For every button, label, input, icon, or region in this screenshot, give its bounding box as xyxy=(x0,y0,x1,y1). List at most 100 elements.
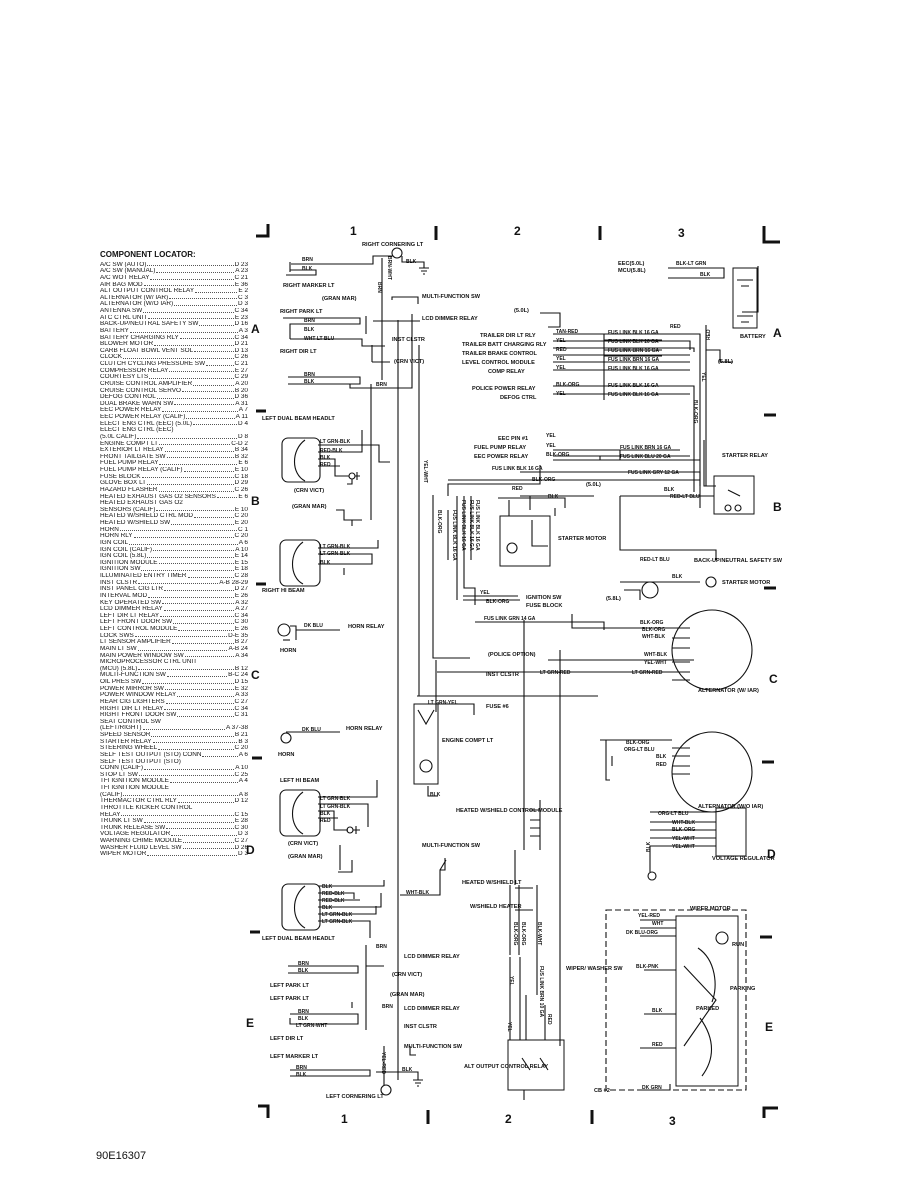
locator-row: CONN (CALIF)A 10 xyxy=(100,765,248,772)
locator-component-name: IGNITION SW xyxy=(100,566,141,573)
wire-yel-6: YEL xyxy=(546,443,556,449)
locator-leader-dots xyxy=(193,381,235,386)
locator-row: FUEL PUMP RELAY (CALIF)E 10 xyxy=(100,467,248,474)
wire-blk-8: BLK xyxy=(322,884,333,890)
label-crn-vict-left-2: (CRN VICT) xyxy=(288,841,318,847)
locator-grid-ref: E 26 xyxy=(234,626,248,632)
locator-grid-ref: D 27 xyxy=(234,586,249,593)
locator-grid-ref: C 18 xyxy=(234,473,249,480)
locator-leader-dots xyxy=(119,527,238,532)
locator-leader-dots xyxy=(152,547,235,552)
label-eec-5-0l: EEC(5.0L) xyxy=(618,261,645,267)
locator-leader-dots xyxy=(166,672,228,677)
locator-grid-ref: C 3 xyxy=(238,294,248,301)
locator-grid-ref: A 11 xyxy=(235,414,248,420)
wire-lt-grn-blk-4: LT GRN-BLK xyxy=(320,796,351,802)
locator-leader-dots xyxy=(199,321,234,326)
locator-leader-dots xyxy=(156,268,235,273)
locator-row: A/C SW (AUTO)D 23 xyxy=(100,262,248,269)
label-back-up-neutral-safety-sw: BACK-UP/NEUTRAL SAFETY SW xyxy=(694,558,783,564)
locator-grid-ref: D 3 xyxy=(238,851,248,858)
wire-blk-18: BLK xyxy=(672,574,683,580)
locator-leader-dots xyxy=(143,282,234,287)
label-heated-wshield-control-module: HEATED W/SHIELD CONTROL MODULE xyxy=(456,808,563,814)
zone-col-1-top: 1 xyxy=(350,224,357,238)
label-alternator-wo-iar: ALTERNATOR (W/O IAR) xyxy=(698,804,763,810)
locator-grid-ref: C 20 xyxy=(234,533,249,540)
wire-wht-lt-blu-1: WHT-LT BLU xyxy=(304,336,335,342)
locator-component-name: MICROPROCESSOR CTRL UNIT xyxy=(100,659,198,666)
locator-grid-ref: B 21 xyxy=(234,732,248,738)
wire-fl-blk-16-5: FUS LINK BLK 16 GA xyxy=(608,392,659,398)
locator-row: (CALIF)A 8 xyxy=(100,792,248,799)
wire-blk-pnk-1: BLK-PNK xyxy=(636,964,659,970)
locator-component-name: EEC POWER RELAY xyxy=(100,407,162,414)
locator-row: TFI IGNITION MODULE xyxy=(100,785,248,792)
label-5-8l-bottom: (5.8L) xyxy=(606,596,621,602)
zone-row-e-left: E xyxy=(246,1016,255,1030)
locator-grid-ref: E 23 xyxy=(234,314,248,321)
locator-component-name: CRUISE CONTROL AMPLIFIER xyxy=(100,380,193,387)
locator-leader-dots xyxy=(150,275,234,280)
locator-grid-ref: C 26 xyxy=(234,354,249,361)
wire-blk-17: BLK xyxy=(664,487,675,493)
locator-component-name: TFI IGNITION MODULE xyxy=(100,778,169,785)
wire-blk-org-v2: BLK-ORG xyxy=(692,400,698,423)
locator-component-name: FUEL PUMP RELAY (CALIF) xyxy=(100,467,183,473)
wire-fl-blk-16-1: FUS LINK BLK 16 GA xyxy=(608,330,659,336)
locator-leader-dots xyxy=(183,838,234,843)
label-fuel-pump-relay: FUEL PUMP RELAY xyxy=(474,445,526,451)
locator-component-name: LCD DIMMER RELAY xyxy=(100,606,163,613)
locator-component-name: HAZARD FLASHER xyxy=(100,486,158,493)
wire-lt-grn-blk-7: LT GRN-BLK xyxy=(322,919,353,925)
wire-blk-org-v3: BLK-ORG xyxy=(512,922,518,945)
wire-lt-grn-blk-1: LT GRN-BLK xyxy=(320,439,351,445)
label-fuse-6: FUSE #6 xyxy=(486,704,509,710)
label-left-dir-lt: LEFT DIR LT xyxy=(270,1036,304,1042)
zone-row-d-right: D xyxy=(767,847,776,861)
locator-grid-ref: B 12 xyxy=(234,665,248,672)
locator-leader-dots xyxy=(181,388,234,393)
locator-grid-ref: A 10 xyxy=(235,765,248,772)
locator-component-name: HEATED EXHAUST GAS O2 xyxy=(100,500,183,507)
locator-grid-ref: A 3 xyxy=(238,327,248,334)
locator-leader-dots xyxy=(177,692,235,697)
wire-brn-v1: BRN xyxy=(376,282,382,293)
locator-leader-dots xyxy=(177,712,234,717)
locator-component-name: COURTESY LTS xyxy=(100,374,149,381)
wire-fl-blk-16-v3: FUS LINK BLK 16 GA xyxy=(468,500,474,551)
locator-leader-dots xyxy=(141,566,234,571)
zone-row-a-right: A xyxy=(773,326,782,340)
locator-leader-dots xyxy=(129,328,238,333)
label-wiper-motor: WIPER MOTOR xyxy=(690,906,731,912)
battery-fuse-links xyxy=(520,266,759,600)
locator-grid-ref: E 6 xyxy=(238,493,248,500)
wire-red-blk-1: RED-BLK xyxy=(320,448,343,454)
locator-leader-dots xyxy=(164,447,234,452)
wiper-motor-circuit xyxy=(605,909,747,1091)
wire-blk-15: BLK xyxy=(700,272,711,278)
locator-component-name: RELAY xyxy=(100,811,121,818)
wire-blk-20: BLK xyxy=(652,1008,663,1014)
wire-yel-2: YEL xyxy=(556,356,566,362)
locator-component-name: ILLUMINATED ENTRY TIMER xyxy=(100,573,187,579)
locator-component-name: BLOWER MOTOR xyxy=(100,341,154,348)
locator-grid-ref: B 34 xyxy=(234,447,248,454)
label-right-hi-beam: RIGHT HI BEAM xyxy=(262,588,305,594)
locator-component-name: (MCU) (5.8L) xyxy=(100,665,138,672)
wire-red-blk-2: RED-BLK xyxy=(322,891,345,897)
locator-component-name: BATTERY xyxy=(100,327,129,334)
